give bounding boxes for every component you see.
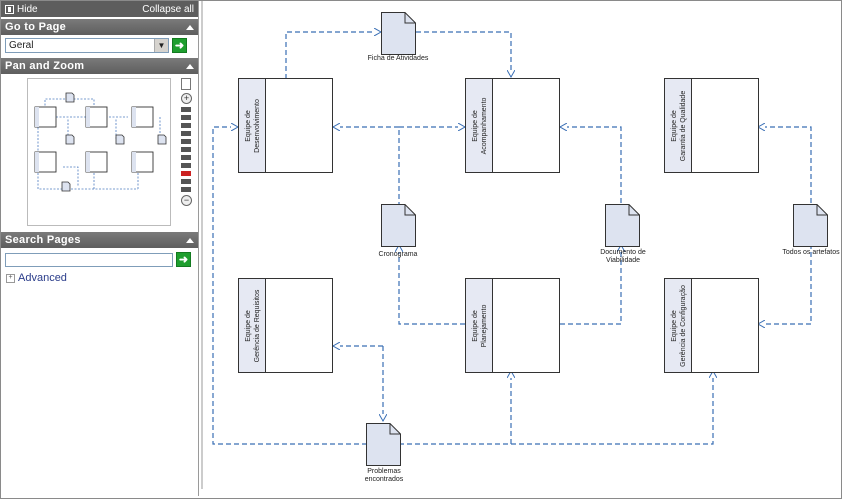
- zoom-out-icon[interactable]: −: [181, 195, 192, 206]
- hide-panel-icon: [5, 4, 14, 14]
- collapse-caret-icon[interactable]: [186, 63, 194, 69]
- search-row: ➜: [1, 248, 198, 269]
- goto-row: Geral ▼ ➜: [1, 35, 198, 56]
- search-go-button[interactable]: ➜: [176, 252, 191, 267]
- search-section-title: Search Pages: [5, 234, 81, 246]
- search-section-header[interactable]: Search Pages: [1, 232, 198, 248]
- collapse-all-button[interactable]: Collapse all: [142, 3, 194, 15]
- document-icon[interactable]: [605, 204, 640, 247]
- collapse-caret-icon[interactable]: [186, 24, 194, 30]
- document-icon[interactable]: [381, 204, 416, 247]
- sidebar: Hide Collapse all Go to Page Geral ▼ ➜ P…: [1, 1, 199, 496]
- panzoom-section-header[interactable]: Pan and Zoom: [1, 58, 198, 74]
- zoom-level-tick[interactable]: [181, 131, 191, 136]
- panzoom-area: + −: [1, 74, 198, 230]
- zoom-controls: + −: [181, 78, 193, 209]
- zoom-level-tick[interactable]: [181, 115, 191, 120]
- zoom-level-tick[interactable]: [181, 155, 191, 160]
- diagram-thumbnail[interactable]: [27, 78, 171, 226]
- connector: [511, 371, 713, 445]
- connector: [758, 127, 812, 211]
- goto-section-header[interactable]: Go to Page: [1, 19, 198, 35]
- zoom-level-current[interactable]: [181, 171, 191, 176]
- connector: [416, 31, 511, 77]
- advanced-search-toggle[interactable]: + Advanced: [1, 269, 198, 287]
- page-select-value: Geral: [9, 40, 34, 51]
- hide-button[interactable]: Hide: [5, 4, 38, 15]
- zoom-level-tick[interactable]: [181, 163, 191, 168]
- zoom-level-tick[interactable]: [181, 123, 191, 128]
- hide-label: Hide: [17, 3, 38, 15]
- zoom-level-tick[interactable]: [181, 187, 191, 192]
- document-label: Cronograma: [378, 251, 418, 258]
- connector: [212, 127, 383, 445]
- sidebar-topbar: Hide Collapse all: [1, 1, 198, 17]
- zoom-level-tick[interactable]: [181, 139, 191, 144]
- document-label: Documento de Viabilidade: [600, 249, 646, 264]
- zoom-level-tick[interactable]: [181, 147, 191, 152]
- connector: [399, 371, 511, 445]
- document-icon[interactable]: [366, 423, 401, 466]
- thumbnail-svg: [34, 92, 167, 192]
- chevron-down-icon[interactable]: ▼: [154, 39, 168, 52]
- page-select[interactable]: Geral ▼: [5, 38, 169, 53]
- document-icon[interactable]: [381, 12, 416, 55]
- document-label: Ficha de Atividades: [367, 55, 429, 62]
- advanced-label: Advanced: [18, 272, 67, 284]
- zoom-in-icon[interactable]: +: [181, 93, 192, 104]
- connector: [560, 245, 621, 325]
- document-label: Todos os artefatos: [782, 249, 840, 256]
- connector: [560, 127, 622, 211]
- zoom-level-tick[interactable]: [181, 179, 191, 184]
- connector: [399, 245, 465, 325]
- fit-page-icon[interactable]: [181, 78, 191, 90]
- expand-plus-icon: +: [6, 273, 15, 283]
- diagram-svg: [212, 1, 812, 445]
- zoom-level-tick[interactable]: [181, 107, 191, 112]
- document-icon[interactable]: [793, 204, 828, 247]
- panzoom-section-title: Pan and Zoom: [5, 60, 85, 72]
- goto-go-button[interactable]: ➜: [172, 38, 187, 53]
- document-label: Problemas encontrados: [364, 468, 404, 483]
- search-input[interactable]: [5, 252, 173, 267]
- collapse-caret-icon[interactable]: [186, 237, 194, 243]
- goto-section-title: Go to Page: [5, 21, 67, 33]
- connector: [758, 244, 812, 324]
